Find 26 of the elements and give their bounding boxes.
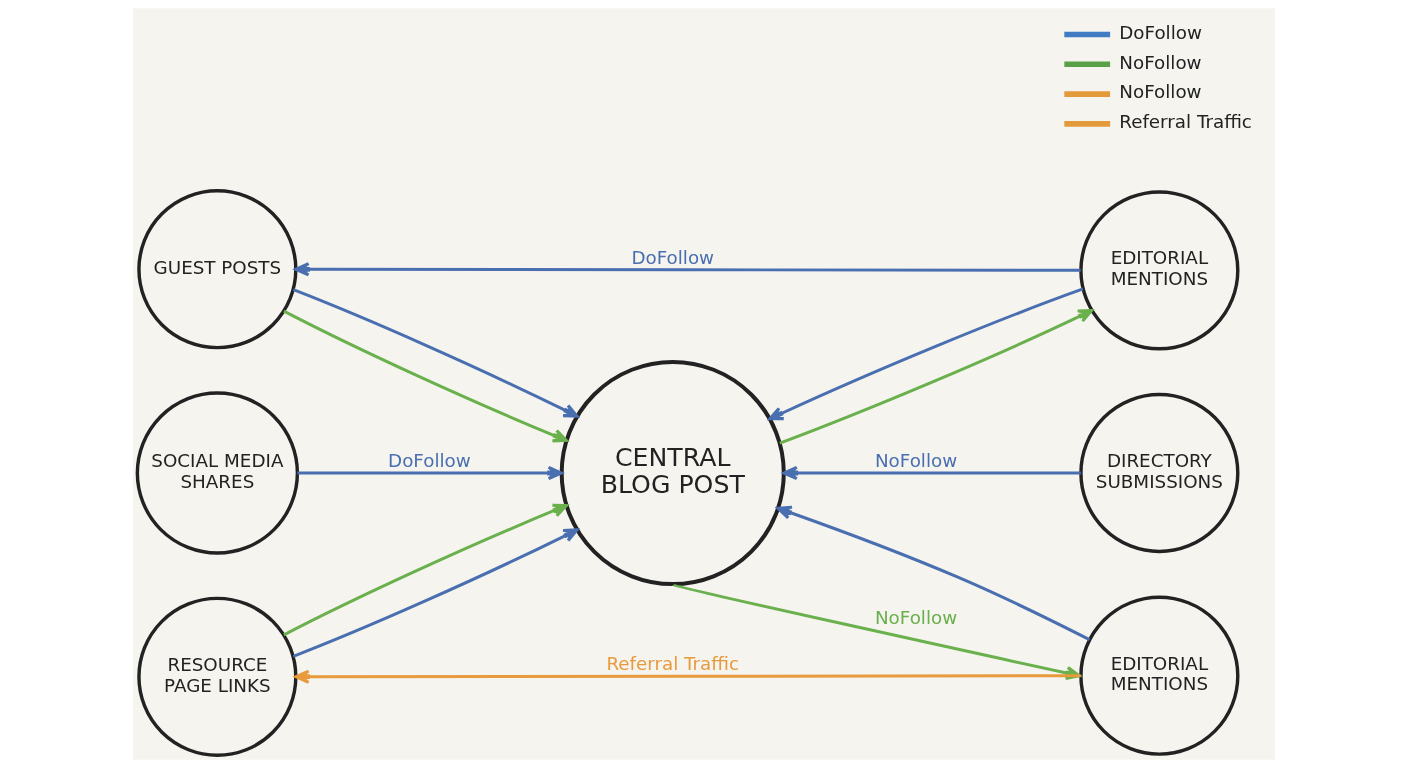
node-circle: EDITORIAL MENTIONS	[1079, 190, 1240, 351]
edge-label: DoFollow	[631, 247, 715, 269]
legend-label: Referral Traffic	[1119, 111, 1252, 133]
arrow	[283, 309, 568, 443]
edge-label: NoFollow	[874, 450, 958, 472]
legend-label: DoFollow	[1119, 21, 1202, 43]
legend-label: NoFollow	[1119, 51, 1202, 73]
arrow	[779, 309, 1094, 445]
node-circle: DIRECTORY SUBMISSIONS	[1079, 392, 1240, 554]
node-circle: EDITORIAL MENTIONS	[1079, 595, 1240, 756]
arrow	[294, 669, 1081, 684]
arrow	[292, 288, 579, 418]
arrow	[292, 528, 579, 658]
arrow	[776, 505, 1091, 641]
arrow	[768, 287, 1084, 421]
node-circle: SOCIAL MEDIA SHARES	[135, 391, 300, 555]
arrow	[782, 465, 1081, 481]
node-circle: RESOURCE PAGE LINKS	[137, 596, 298, 757]
arrow	[297, 465, 563, 481]
arrow	[294, 262, 1081, 277]
edge-label: DoFollow	[388, 450, 471, 472]
edge-label: NoFollow	[874, 606, 958, 628]
node-circle: GUEST POSTS	[137, 189, 298, 350]
legend-label: NoFollow	[1119, 81, 1202, 103]
arrow	[283, 503, 568, 637]
edge-label: Referral Traffic	[606, 652, 740, 674]
